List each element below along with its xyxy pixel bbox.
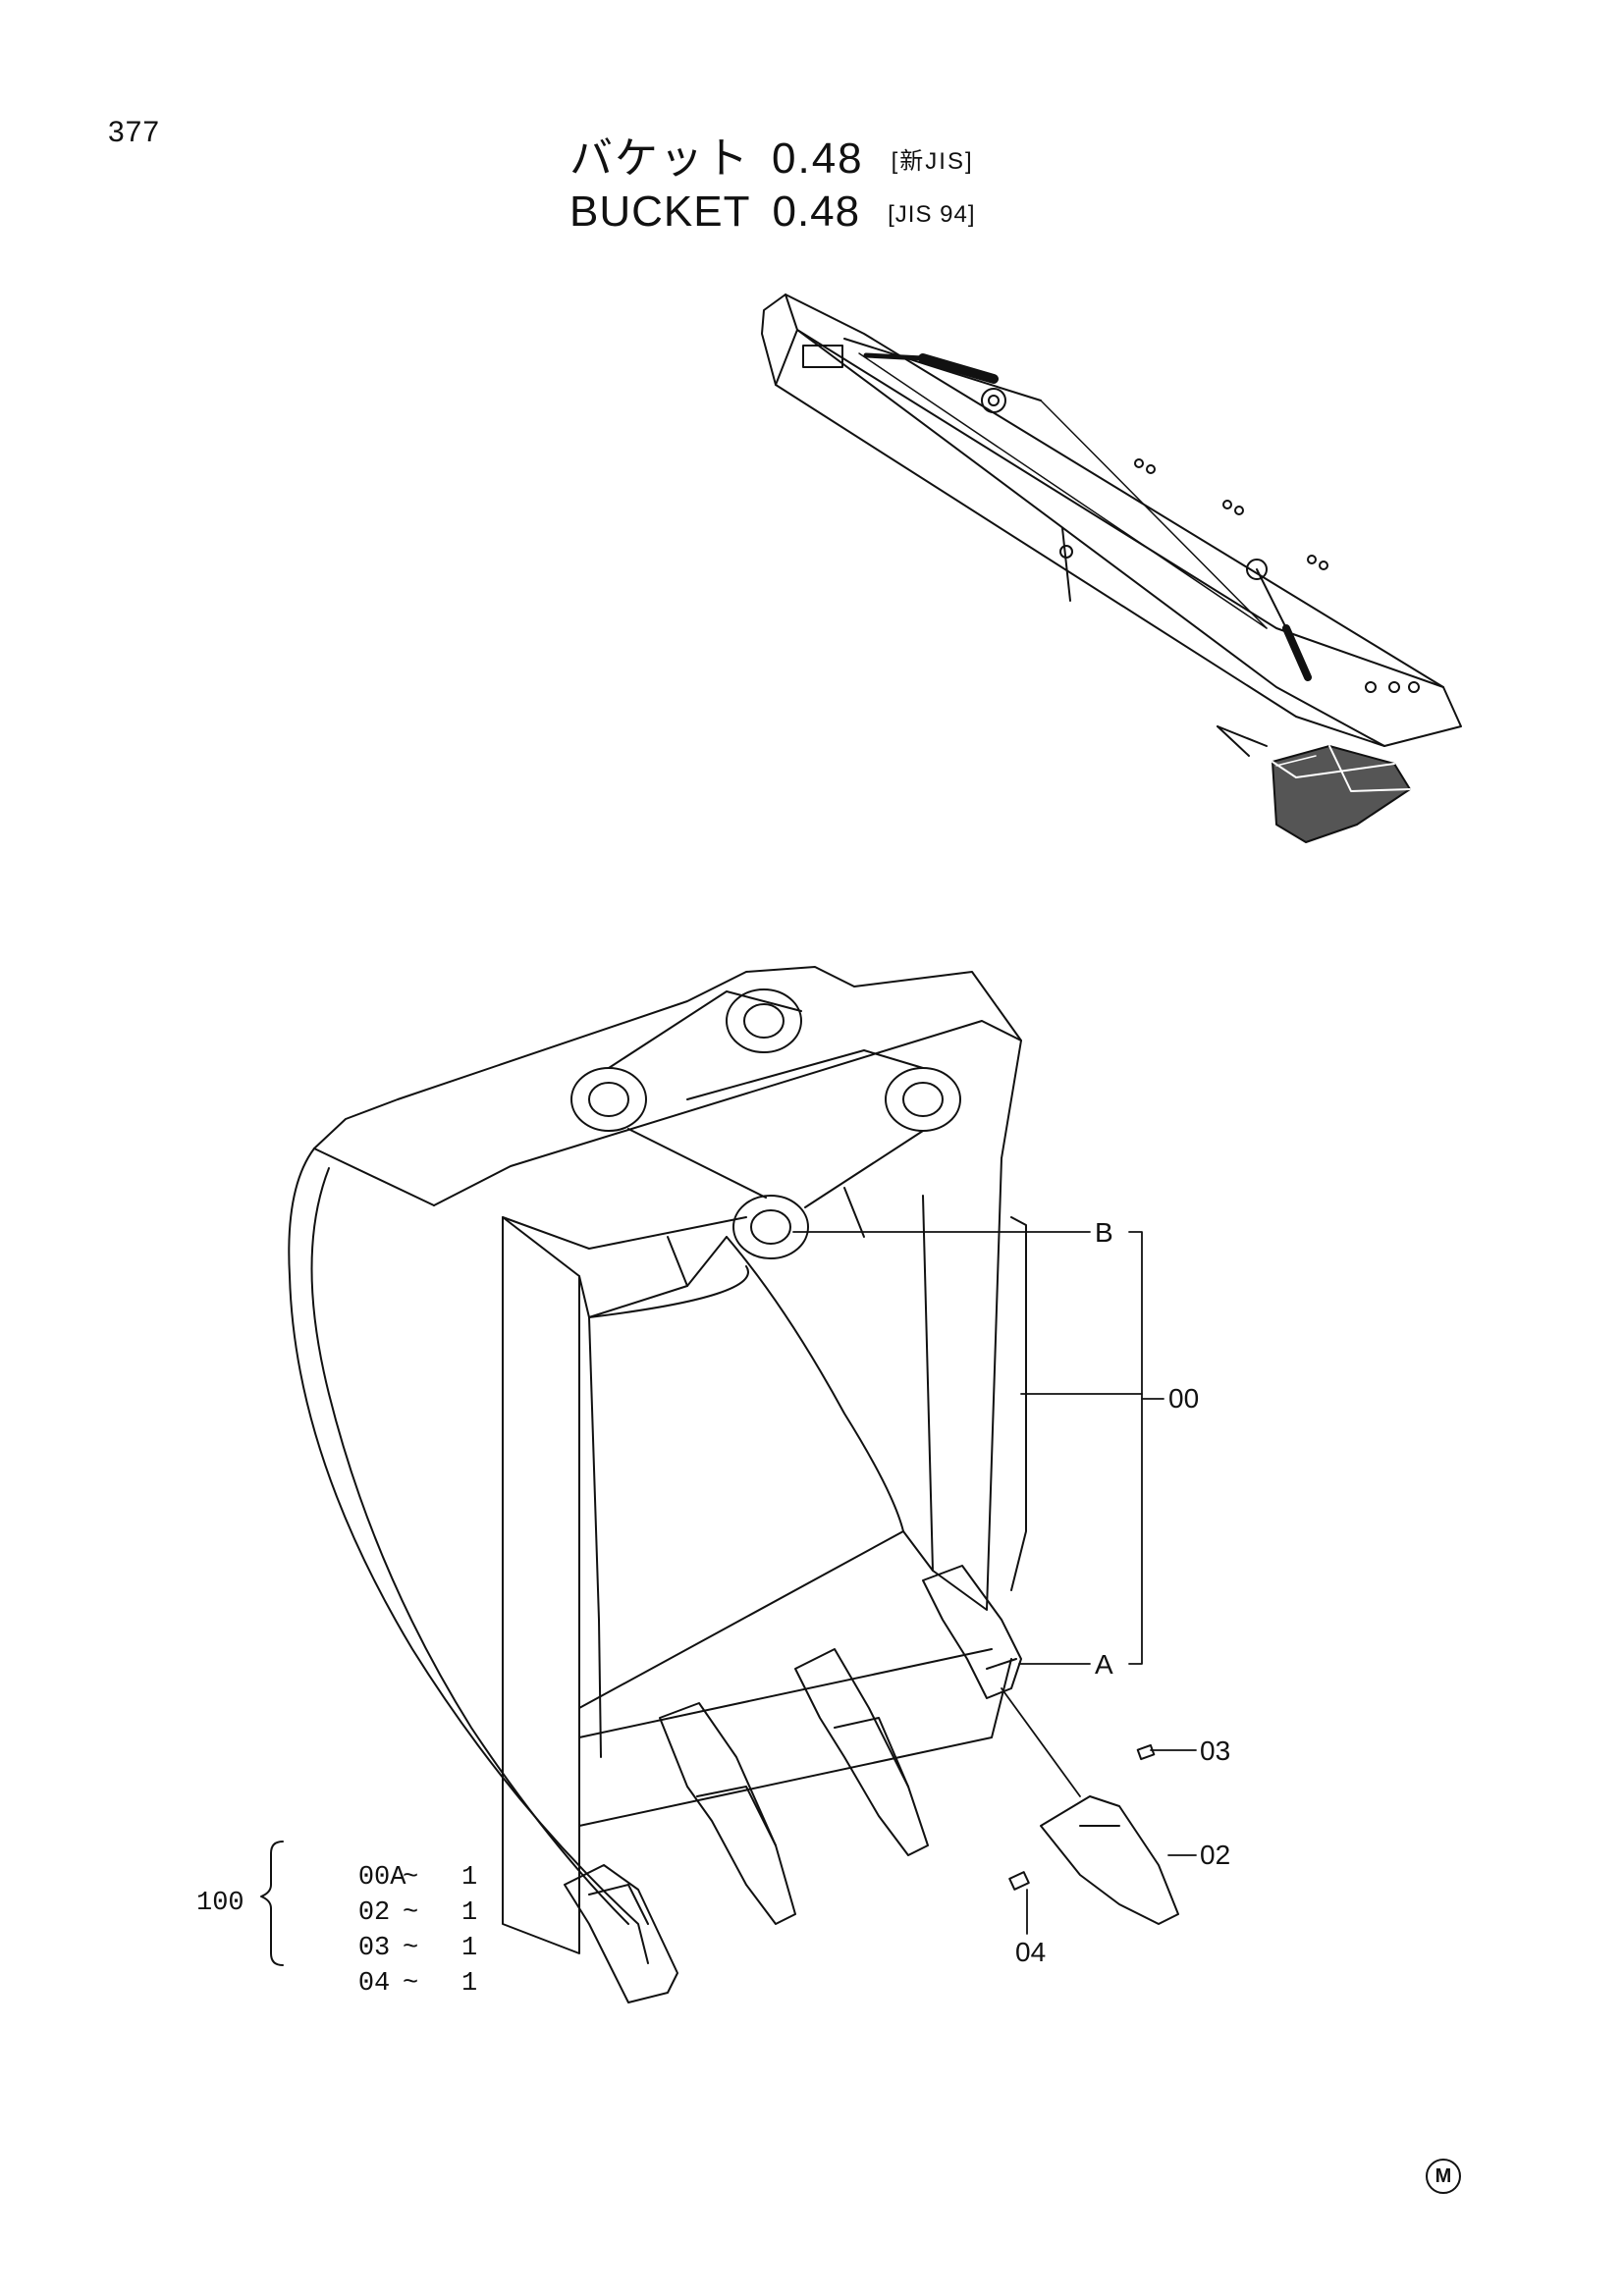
title-en-text: BUCKET	[569, 187, 751, 236]
kit-row-sep: ~	[403, 1969, 419, 1999]
corner-m-mark: M	[1426, 2159, 1461, 2194]
title-jp-standard: [新JIS]	[891, 148, 974, 175]
kit-row-part: 03	[357, 1934, 391, 1963]
kit-row-qty: 1	[461, 1969, 478, 1999]
kit-row-sep: ~	[403, 1934, 419, 1963]
kit-row-qty: 1	[461, 1934, 478, 1963]
kit-row-qty: 1	[461, 1863, 478, 1893]
leader-lines	[792, 1231, 1197, 1935]
kit-row: 02 ~1	[295, 1869, 477, 1957]
title-en-standard: [JIS 94]	[888, 201, 976, 228]
title-jp-text: バケット	[569, 134, 750, 183]
callout-a: A	[1095, 1649, 1113, 1680]
title-jp-value: 0.48	[772, 134, 864, 183]
kit-row: 04 ~1	[295, 1940, 477, 2028]
callout-b: B	[1095, 1217, 1113, 1248]
title-japanese: バケット 0.48 [新JIS]	[569, 137, 976, 181]
kit-row: 03 ~1	[295, 1904, 477, 1993]
kit-row-sep: ~	[403, 1898, 419, 1928]
kit-number: 100	[196, 1889, 244, 1918]
bucket-teeth	[564, 1565, 1022, 2003]
kit-row-part: 02	[357, 1898, 391, 1928]
kit-row: 00A~1	[295, 1834, 477, 1922]
kit-brace	[260, 1841, 284, 1966]
callout-part-04: 04	[1015, 1937, 1047, 1967]
kit-row-part: 04	[357, 1969, 391, 1999]
exploded-tooth-point	[1008, 1743, 1179, 1925]
arm-overview-illustration	[761, 294, 1462, 843]
callout-assembly-00: 00	[1168, 1383, 1200, 1414]
kit-row-qty: 1	[461, 1898, 478, 1928]
title-en-value: 0.48	[772, 187, 861, 236]
page-number: 377	[108, 116, 161, 148]
bucket-illustration	[288, 966, 1179, 2003]
title-block: バケット 0.48 [新JIS] BUCKET 0.48 [JIS 94]	[569, 137, 976, 234]
callout-part-02: 02	[1200, 1840, 1231, 1870]
kit-row-sep: ~	[403, 1863, 419, 1893]
title-english: BUCKET 0.48 [JIS 94]	[569, 190, 976, 234]
kit-row-part: 00A	[357, 1863, 406, 1893]
callout-part-03: 03	[1200, 1735, 1231, 1766]
